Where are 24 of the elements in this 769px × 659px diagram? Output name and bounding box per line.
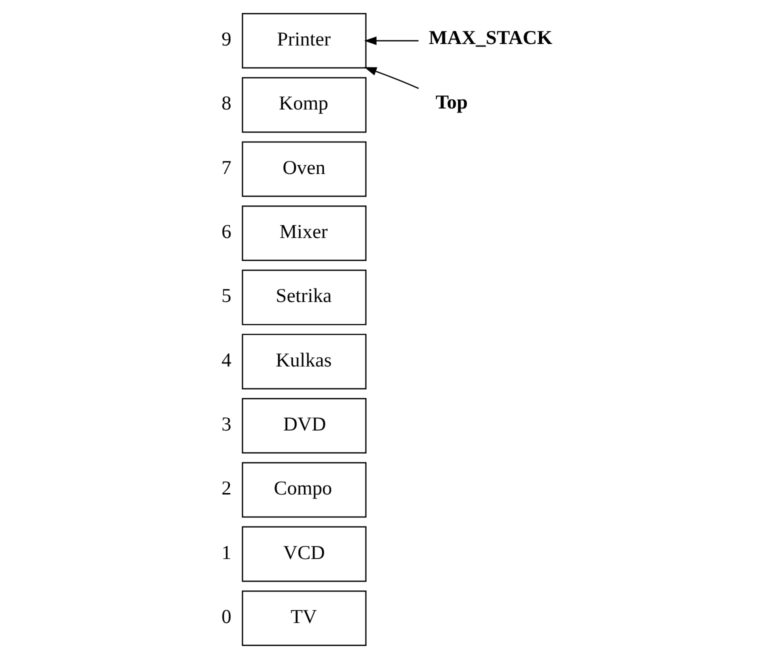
node-box: Compo (241, 462, 366, 518)
node-box: DVD (241, 398, 366, 454)
node-label: 5 (221, 285, 231, 308)
node-box: Setrika (241, 270, 366, 326)
node-label: 9 (221, 28, 231, 50)
node-text: MAX_STACK (428, 27, 552, 50)
node-box: VCD (241, 526, 366, 582)
node-box: Komp (241, 77, 366, 133)
node-label: 8 (221, 92, 231, 115)
node-box: Printer (241, 13, 366, 69)
node-box: Kulkas (241, 334, 366, 390)
node-label: 7 (221, 156, 231, 179)
node-box: TV (241, 590, 366, 646)
node-label: 4 (221, 349, 231, 372)
node-label: 1 (221, 542, 231, 564)
node-label: 2 (221, 478, 231, 500)
arrow (364, 67, 418, 89)
node-box: Oven (241, 141, 366, 197)
node-text: Top (435, 91, 468, 114)
arrow (364, 36, 418, 46)
node-label: 3 (221, 413, 231, 436)
node-box: Mixer (241, 206, 366, 262)
node-label: 6 (221, 220, 231, 243)
node-label: 0 (221, 606, 231, 628)
